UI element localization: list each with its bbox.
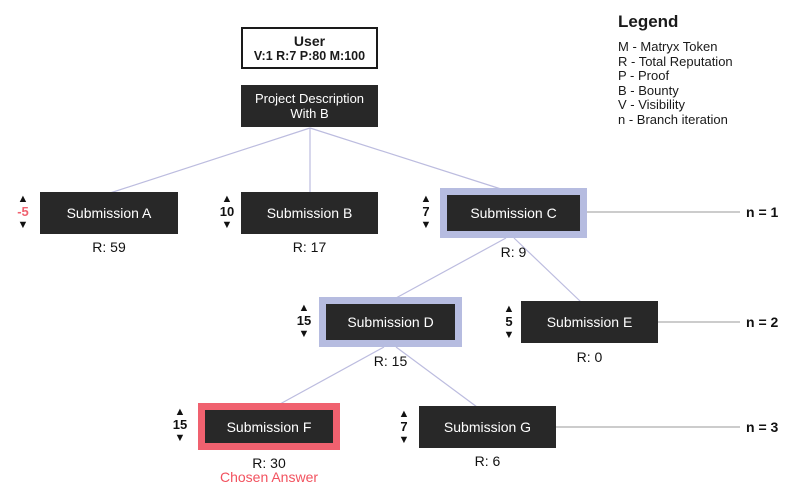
- legend: Legend M - Matryx Token R - Total Reputa…: [618, 12, 733, 128]
- submission-f-label: Submission F: [226, 418, 312, 435]
- submission-b-node: Submission B: [241, 192, 378, 234]
- upvote-icon: ▲: [398, 408, 410, 420]
- submission-e-node: Submission E: [521, 301, 658, 343]
- legend-item-visibility: V - Visibility: [618, 97, 685, 113]
- reputation-d: R: 15: [373, 353, 408, 369]
- downvote-icon: ▼: [221, 219, 233, 231]
- user-title: User: [293, 32, 326, 49]
- submission-a-label: Submission A: [66, 205, 152, 221]
- legend-title: Legend: [618, 12, 679, 31]
- submission-d-label: Submission D: [347, 314, 434, 330]
- user-node: User V:1 R:7 P:80 M:100: [241, 27, 378, 69]
- upvote-icon: ▲: [503, 303, 515, 315]
- vote-widget-e: ▲ 5 ▼: [496, 300, 522, 344]
- downvote-icon: ▼: [398, 434, 410, 446]
- submission-c-label: Submission C: [470, 205, 557, 221]
- reputation-a: R: 59: [92, 239, 126, 255]
- vote-count-e: 5: [505, 314, 513, 329]
- upvote-icon: ▲: [298, 302, 310, 314]
- vote-widget-g: ▲ 7 ▼: [391, 405, 417, 449]
- submission-e-label: Submission E: [546, 314, 633, 330]
- legend-item-bounty: B - Bounty: [618, 82, 679, 98]
- chosen-answer-note: Chosen Answer: [219, 469, 319, 485]
- branch-label-1: n = 1: [746, 204, 779, 220]
- vote-count-b: 10: [219, 204, 235, 219]
- vote-count-f: 15: [172, 417, 188, 432]
- reputation-f: R: 30: [252, 455, 286, 471]
- submission-c-node: Submission C: [440, 188, 587, 238]
- vote-widget-a: ▲ -5 ▼: [10, 190, 36, 234]
- submission-f-node: Submission F: [198, 403, 340, 450]
- edge-project-a: [109, 127, 311, 194]
- submission-d-node: Submission D: [319, 297, 462, 347]
- submission-g-node: Submission G: [419, 406, 556, 448]
- upvote-icon: ▲: [174, 406, 186, 418]
- legend-item-proof: P - Proof: [618, 68, 670, 84]
- legend-item-total-reputation: R - Total Reputation: [618, 53, 733, 69]
- vote-count-c: 7: [422, 204, 430, 219]
- submission-g-label: Submission G: [443, 419, 532, 435]
- vote-widget-d: ▲ 15 ▼: [291, 299, 317, 343]
- user-stats: V:1 R:7 P:80 M:100: [253, 48, 366, 63]
- branch-label-2: n = 2: [746, 314, 779, 330]
- vote-widget-b: ▲ 10 ▼: [214, 190, 240, 234]
- vote-widget-f: ▲ 15 ▼: [167, 403, 193, 447]
- legend-item-branch-iteration: n - Branch iteration: [618, 111, 728, 127]
- submission-a-node: Submission A: [40, 192, 178, 234]
- reputation-g: R: 6: [474, 453, 501, 469]
- downvote-icon: ▼: [503, 329, 515, 341]
- vote-count-g: 7: [400, 419, 408, 434]
- submission-b-label: Submission B: [266, 205, 353, 221]
- reputation-e: R: 0: [576, 349, 603, 365]
- upvote-icon: ▲: [17, 193, 29, 205]
- edge-project-c: [309, 127, 502, 190]
- upvote-icon: ▲: [420, 193, 432, 205]
- downvote-icon: ▼: [17, 219, 29, 231]
- downvote-icon: ▼: [298, 328, 310, 340]
- reputation-b: R: 17: [292, 239, 327, 255]
- project-line1: Project Description: [254, 91, 365, 106]
- upvote-icon: ▲: [221, 193, 233, 205]
- project-description-node: Project Description With B: [241, 85, 378, 127]
- vote-widget-c: ▲ 7 ▼: [413, 190, 439, 234]
- legend-item-matryx-token: M - Matryx Token: [618, 39, 718, 54]
- branch-label-3: n = 3: [746, 419, 779, 435]
- vote-count-d: 15: [296, 313, 312, 328]
- reputation-c: R: 9: [500, 244, 527, 260]
- downvote-icon: ▼: [174, 432, 186, 444]
- downvote-icon: ▼: [420, 219, 432, 231]
- vote-count-a: -5: [17, 204, 29, 219]
- project-line2: With B: [290, 106, 329, 121]
